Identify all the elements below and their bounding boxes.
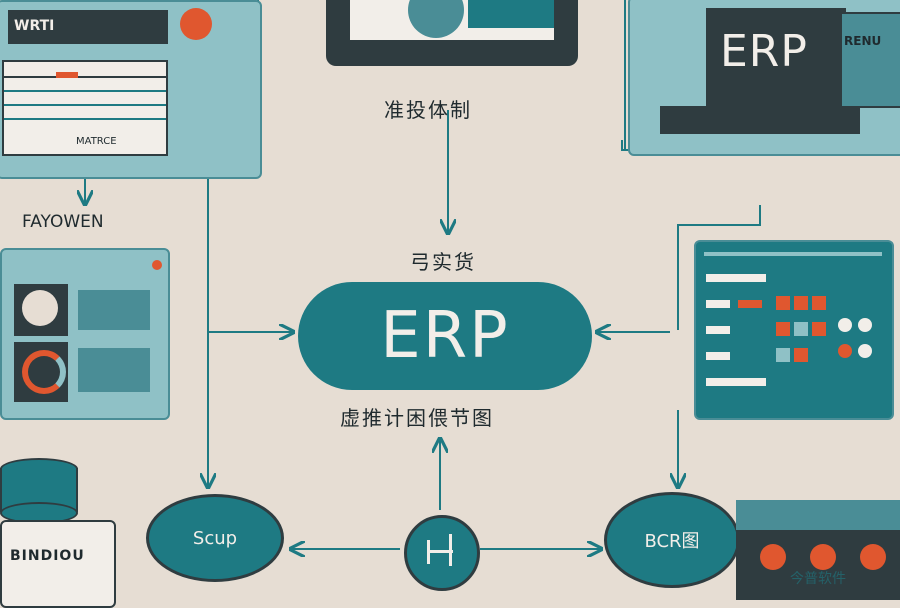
left-dashboard-avatar-icon [22,290,58,326]
top-left-monitor-screen [8,10,168,44]
top-right-panel: ERP RENU [628,0,900,156]
teal-block-icon [468,0,554,28]
orange-status-icon [760,544,786,570]
donut-chart-icon [22,350,66,394]
oval-node-left[interactable]: Scup [146,494,284,582]
teal-circle-icon [408,0,464,38]
oval-node-right[interactable]: BCR图 [604,492,740,588]
center-top-caption: 准投体制 [384,98,472,122]
orange-status-icon [860,544,886,570]
top-left-table-label: MATRCE [76,136,117,147]
left-label: FAYOWEN [22,212,104,232]
top-left-monitor: WRTI MATRCE [0,0,262,179]
left-dashboard-dot-icon [152,260,162,270]
top-center-monitor [326,0,578,66]
left-dashboard-text-block [78,290,150,330]
top-right-stand [660,106,860,134]
right-dashboard-header-bar [704,252,882,256]
monitor-small-label: RENU [844,34,882,48]
orange-circle-icon [180,8,212,40]
monitor-erp-label: ERP [720,26,808,77]
bottom-left-card: BINDIOU [0,520,116,608]
oval-right-label: BCR图 [644,531,700,552]
bottom-right-rack [736,500,900,600]
bottom-left-label: BINDIOU [10,548,85,564]
bottom-center-node-icon[interactable] [404,515,480,591]
top-right-side-card [840,12,900,108]
oval-left-label: Scup [192,527,238,549]
left-dashboard [0,248,170,420]
right-dashboard-grid [706,274,880,404]
top-right-monitor [706,8,846,106]
erp-central-node[interactable]: ERP [298,282,592,390]
watermark-label: 今普软件 [790,571,846,587]
top-left-header-label: WRTI [14,18,55,34]
top-center-screen [350,0,554,40]
database-icon [0,458,78,524]
erp-main-label: ERP [380,299,510,373]
center-mid-caption: 弓实货 [410,250,476,274]
orange-status-icon [810,544,836,570]
top-left-table [2,60,168,156]
left-dashboard-bars [78,348,150,392]
center-bottom-caption: 虚推计困偎节图 [340,406,494,430]
right-dashboard [694,240,894,420]
